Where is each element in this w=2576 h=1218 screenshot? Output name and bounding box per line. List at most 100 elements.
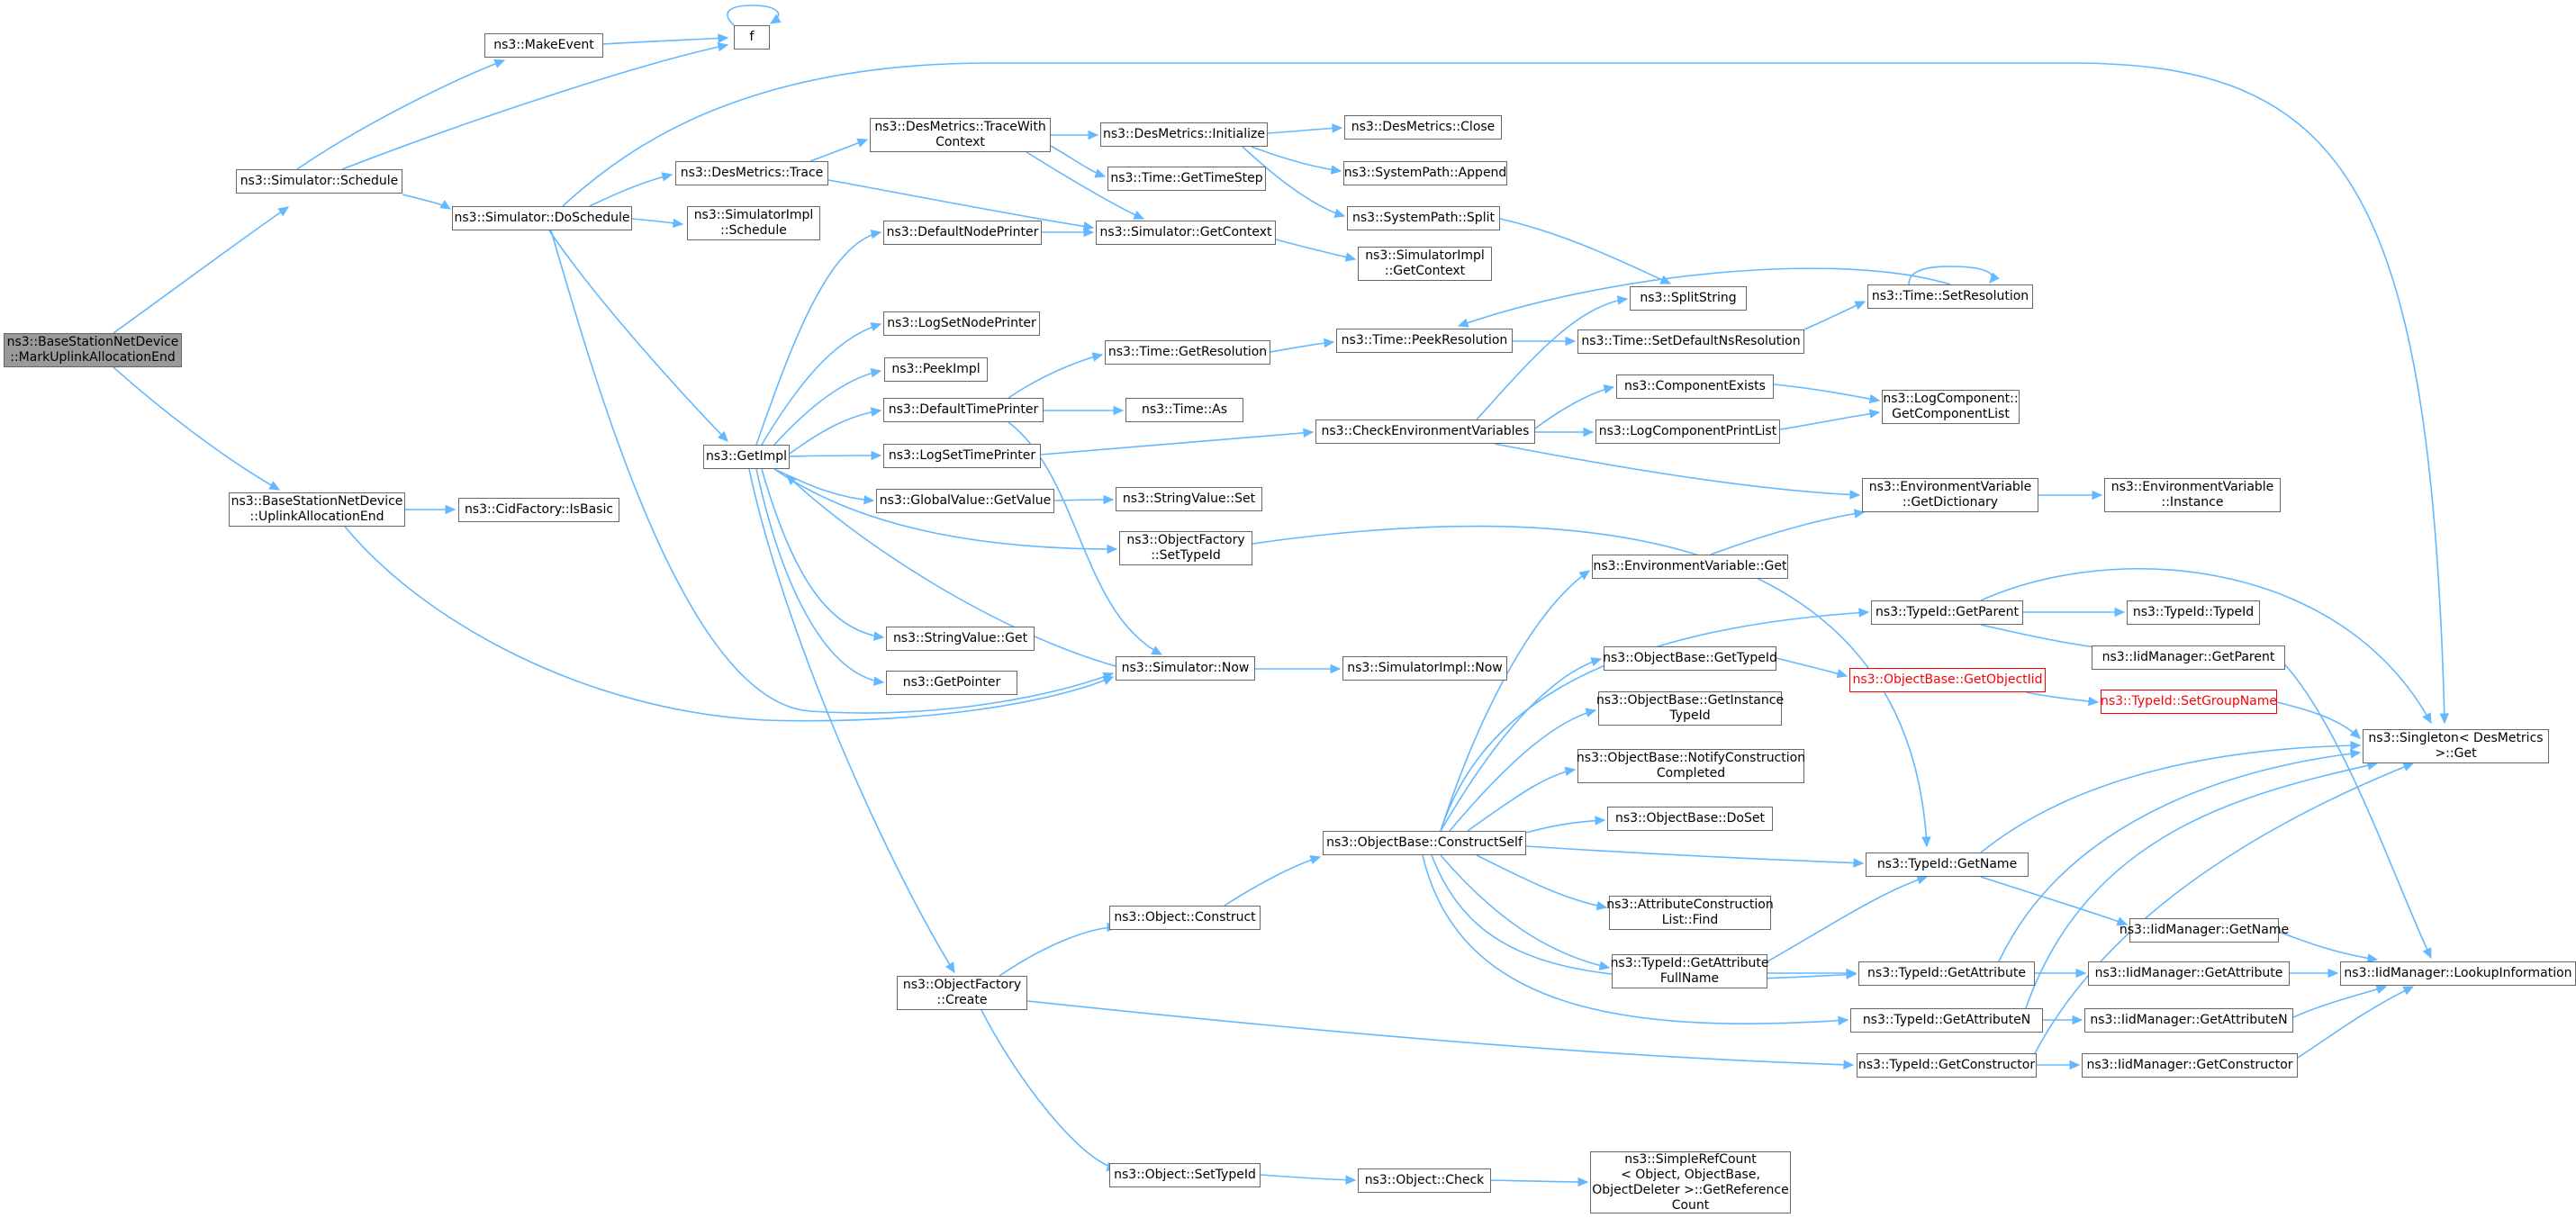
node-sysappend[interactable]: ns3::SystemPath::Append	[1343, 161, 1507, 185]
node-constructself[interactable]: ns3::ObjectBase::ConstructSelf	[1323, 831, 1526, 855]
node-doschedule[interactable]: ns3::Simulator::DoSchedule	[452, 206, 632, 230]
edge-tidgetname-to-iidgetname	[1980, 876, 2128, 925]
arrowhead	[863, 494, 875, 505]
node-tidgetctor[interactable]: ns3::TypeId::GetConstructor	[1857, 1053, 2037, 1078]
arrowhead	[1565, 336, 1577, 347]
arrowhead	[1303, 428, 1315, 438]
node-tidgetattribute[interactable]: ns3::TypeId::GetAttribute	[1858, 961, 2035, 986]
arrowhead	[1103, 494, 1115, 505]
node-getcontext[interactable]: ns3::Simulator::GetContext	[1096, 221, 1276, 245]
node-schedule[interactable]: ns3::Simulator::Schedule	[236, 169, 402, 194]
node-obdoset[interactable]: ns3::ObjectBase::DoSet	[1607, 807, 1773, 831]
node-tidgetname[interactable]: ns3::TypeId::GetName	[1866, 853, 2029, 877]
edge-checkenv-to-envgetdict	[1494, 443, 1860, 496]
node-simplerefcount[interactable]: ns3::SimpleRefCount< Object, ObjectBase,…	[1590, 1151, 1791, 1213]
node-gettimestep[interactable]: ns3::Time::GetTimeStep	[1107, 167, 1266, 191]
node-label: ns3::TypeId::GetAttribute	[1867, 966, 2026, 980]
node-tidsetgroup[interactable]: ns3::TypeId::SetGroupName	[2101, 690, 2277, 714]
arrowhead	[1838, 1015, 1849, 1025]
edge-setresolution-to-peekres	[1458, 267, 1951, 327]
node-iidlookup[interactable]: ns3::IidManager::LookupInformation	[2340, 961, 2576, 986]
node-objconstruct[interactable]: ns3::Object::Construct	[1109, 906, 1261, 930]
arrowhead	[1094, 168, 1107, 178]
node-label: ns3::Time::PeekResolution	[1341, 333, 1508, 347]
node-iidgetattrn[interactable]: ns3::IidManager::GetAttributeN	[2084, 1008, 2293, 1033]
node-label: ::GetDictionary	[1902, 495, 1999, 510]
node-peekimpl[interactable]: ns3::PeekImpl	[884, 357, 988, 382]
node-setdefaultns[interactable]: ns3::Time::SetDefaultNsResolution	[1577, 329, 1804, 354]
node-timeas[interactable]: ns3::Time::As	[1125, 398, 1243, 422]
node-strvalset[interactable]: ns3::StringValue::Set	[1116, 487, 1262, 511]
node-simimplnow[interactable]: ns3::SimulatorImpl::Now	[1342, 656, 1507, 681]
arrowhead	[1344, 252, 1357, 262]
node-dminit[interactable]: ns3::DesMetrics::Initialize	[1100, 122, 1268, 147]
node-peekres[interactable]: ns3::Time::PeekResolution	[1336, 329, 1513, 353]
node-getresolution[interactable]: ns3::Time::GetResolution	[1105, 340, 1270, 365]
node-deftimeprinter[interactable]: ns3::DefaultTimePrinter	[883, 398, 1044, 422]
node-logcompgetlist[interactable]: ns3::LogComponent::GetComponentList	[1882, 390, 2020, 424]
arrowhead	[268, 481, 281, 491]
node-envinstance[interactable]: ns3::EnvironmentVariable::Instance	[2104, 478, 2281, 512]
node-label: TypeId	[1669, 708, 1711, 723]
node-tidgetparent[interactable]: ns3::TypeId::GetParent	[1871, 600, 2023, 625]
node-envgetdict[interactable]: ns3::EnvironmentVariable::GetDictionary	[1862, 478, 2038, 512]
node-label: ns3::ObjectBase::GetTypeId	[1603, 651, 1777, 665]
node-cidfactory[interactable]: ns3::CidFactory::IsBasic	[458, 498, 619, 522]
node-logsetnode[interactable]: ns3::LogSetNodePrinter	[883, 311, 1040, 336]
node-ofcreate[interactable]: ns3::ObjectFactory::Create	[897, 976, 1027, 1010]
node-syssplit[interactable]: ns3::SystemPath::Split	[1347, 206, 1500, 230]
node-label: ns3::GlobalValue::GetValue	[879, 493, 1052, 508]
node-dmclose[interactable]: ns3::DesMetrics::Close	[1344, 115, 1502, 140]
arrowhead	[870, 322, 882, 332]
node-simimplgetctx[interactable]: ns3::SimulatorImpl::GetContext	[1358, 247, 1492, 281]
node-uplinkend[interactable]: ns3::BaseStationNetDevice::UplinkAllocat…	[229, 492, 405, 527]
node-ofsettypeid[interactable]: ns3::ObjectFactory::SetTypeId	[1119, 531, 1252, 565]
node-label: ns3::Simulator::DoSchedule	[454, 211, 630, 225]
node-obgettypeid[interactable]: ns3::ObjectBase::GetTypeId	[1603, 646, 1777, 671]
edge-compexists-to-logcompgetlist	[1773, 383, 1880, 401]
arrowhead	[661, 172, 673, 182]
node-objcheck[interactable]: ns3::Object::Check	[1358, 1168, 1491, 1193]
node-strvalget[interactable]: ns3::StringValue::Get	[886, 627, 1035, 651]
node-obgetobjectiid[interactable]: ns3::ObjectBase::GetObjectIid	[1849, 668, 2046, 692]
node-envget[interactable]: ns3::EnvironmentVariable::Get	[1592, 555, 1788, 579]
node-objsettypeid[interactable]: ns3::Object::SetTypeId	[1109, 1163, 1261, 1187]
arrowhead	[2366, 953, 2379, 963]
node-singleton[interactable]: ns3::Singleton< DesMetrics >::Get	[2363, 729, 2549, 763]
node-logsettime[interactable]: ns3::LogSetTimePrinter	[883, 444, 1041, 468]
node-tidtypeid[interactable]: ns3::TypeId::TypeId	[2127, 600, 2260, 625]
node-simimplsched[interactable]: ns3::SimulatorImpl::Schedule	[687, 206, 820, 240]
node-gvgetvalue[interactable]: ns3::GlobalValue::GetValue	[876, 489, 1054, 513]
arrowhead	[717, 430, 728, 442]
node-setresolution[interactable]: ns3::Time::SetResolution	[1867, 284, 2033, 309]
node-defnodeprinter[interactable]: ns3::DefaultNodePrinter	[883, 221, 1042, 245]
node-compexists[interactable]: ns3::ComponentExists	[1616, 374, 1774, 399]
node-simnow[interactable]: ns3::Simulator::Now	[1116, 656, 1255, 681]
node-splitstring[interactable]: ns3::SplitString	[1630, 286, 1747, 311]
node-label: Completed	[1656, 766, 1726, 780]
arrowhead	[717, 41, 729, 52]
node-iidgetattr[interactable]: ns3::IidManager::GetAttribute	[2088, 961, 2290, 986]
node-label: ns3::TypeId::GetAttribute	[1610, 956, 1769, 970]
node-makeevent[interactable]: ns3::MakeEvent	[484, 33, 603, 58]
node-iidgetname[interactable]: ns3::IidManager::GetName	[2120, 918, 2289, 943]
node-iidgetparent[interactable]: ns3::IidManager::GetParent	[2092, 645, 2285, 670]
node-getpointer[interactable]: ns3::GetPointer	[886, 671, 1017, 695]
node-label: GetComponentList	[1892, 407, 2010, 421]
arrowhead	[1457, 318, 1469, 328]
node-tidgetattrn[interactable]: ns3::TypeId::GetAttributeN	[1850, 1008, 2043, 1033]
node-root: ns3::BaseStationNetDevice::MarkUplinkAll…	[4, 333, 182, 367]
node-logcompprint[interactable]: ns3::LogComponentPrintList	[1595, 420, 1780, 444]
node-f[interactable]: f	[734, 25, 770, 50]
node-label: ns3::IidManager::GetAttributeN	[2090, 1013, 2288, 1027]
node-checkenv[interactable]: ns3::CheckEnvironmentVariables	[1315, 420, 1535, 444]
edge-objconstruct-to-constructself	[1224, 856, 1321, 907]
node-dmtrace[interactable]: ns3::DesMetrics::Trace	[675, 161, 828, 185]
node-iidgetctor[interactable]: ns3::IidManager::GetConstructor	[2082, 1053, 2298, 1078]
node-getimpl[interactable]: ns3::GetImpl	[703, 445, 790, 469]
